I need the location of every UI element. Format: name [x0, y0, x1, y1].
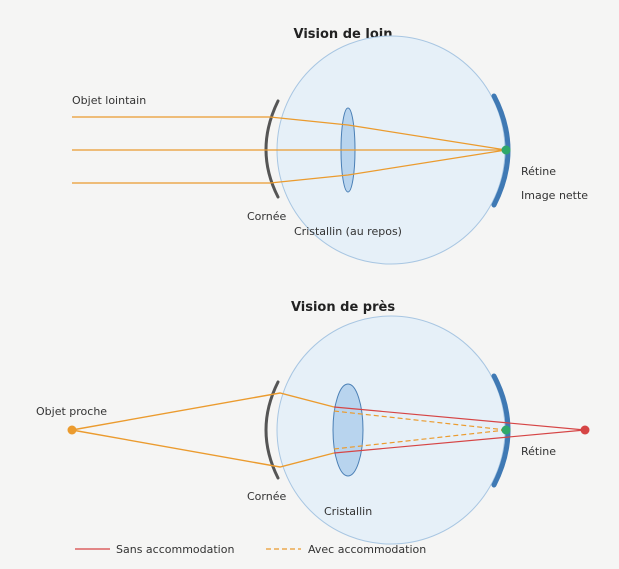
far-object-label: Objet lointain: [72, 94, 146, 107]
near-ray-no-accommodation-bottom: [333, 429, 586, 454]
near-focus-behind-retina-point: [580, 425, 590, 435]
near-object-label: Objet proche: [36, 405, 107, 418]
far-retina-label: Rétine: [521, 165, 556, 178]
near-vision-title: Vision de près: [291, 300, 395, 315]
near-cornea: [264, 380, 280, 480]
far-focus-point: [501, 145, 511, 155]
near-lens: [332, 383, 364, 477]
near-lens-label: Cristallin: [324, 505, 372, 518]
far-ray-bottom: [72, 149, 507, 184]
far-vision-panel: Vision de loin Objet lointain Cornée Cri…: [72, 27, 588, 265]
legend-dashed-label: Avec accommodation: [308, 543, 426, 556]
legend-solid-label: Sans accommodation: [116, 543, 234, 556]
near-retina-label: Rétine: [521, 445, 556, 458]
near-eyeball: [276, 315, 506, 545]
far-cornea-label: Cornée: [247, 210, 286, 223]
near-cornea-label: Cornée: [247, 490, 286, 503]
near-ray-accommodation-top: [333, 410, 507, 431]
near-ray-in-bottom: [71, 429, 335, 468]
near-vision-panel: Vision de près Objet proche Cornée Crist…: [36, 300, 590, 545]
near-ray-accommodation-bottom: [333, 429, 507, 450]
near-ray-in-top: [71, 392, 335, 431]
near-object-point: [67, 425, 77, 435]
legend: Sans accommodation Avec accommodation: [75, 543, 426, 556]
far-lens-label: Cristallin (au repos): [294, 225, 402, 238]
near-ray-no-accommodation-top: [333, 406, 586, 431]
far-image-label: Image nette: [521, 189, 588, 202]
far-ray-top: [72, 116, 507, 151]
near-focus-point: [501, 425, 511, 435]
